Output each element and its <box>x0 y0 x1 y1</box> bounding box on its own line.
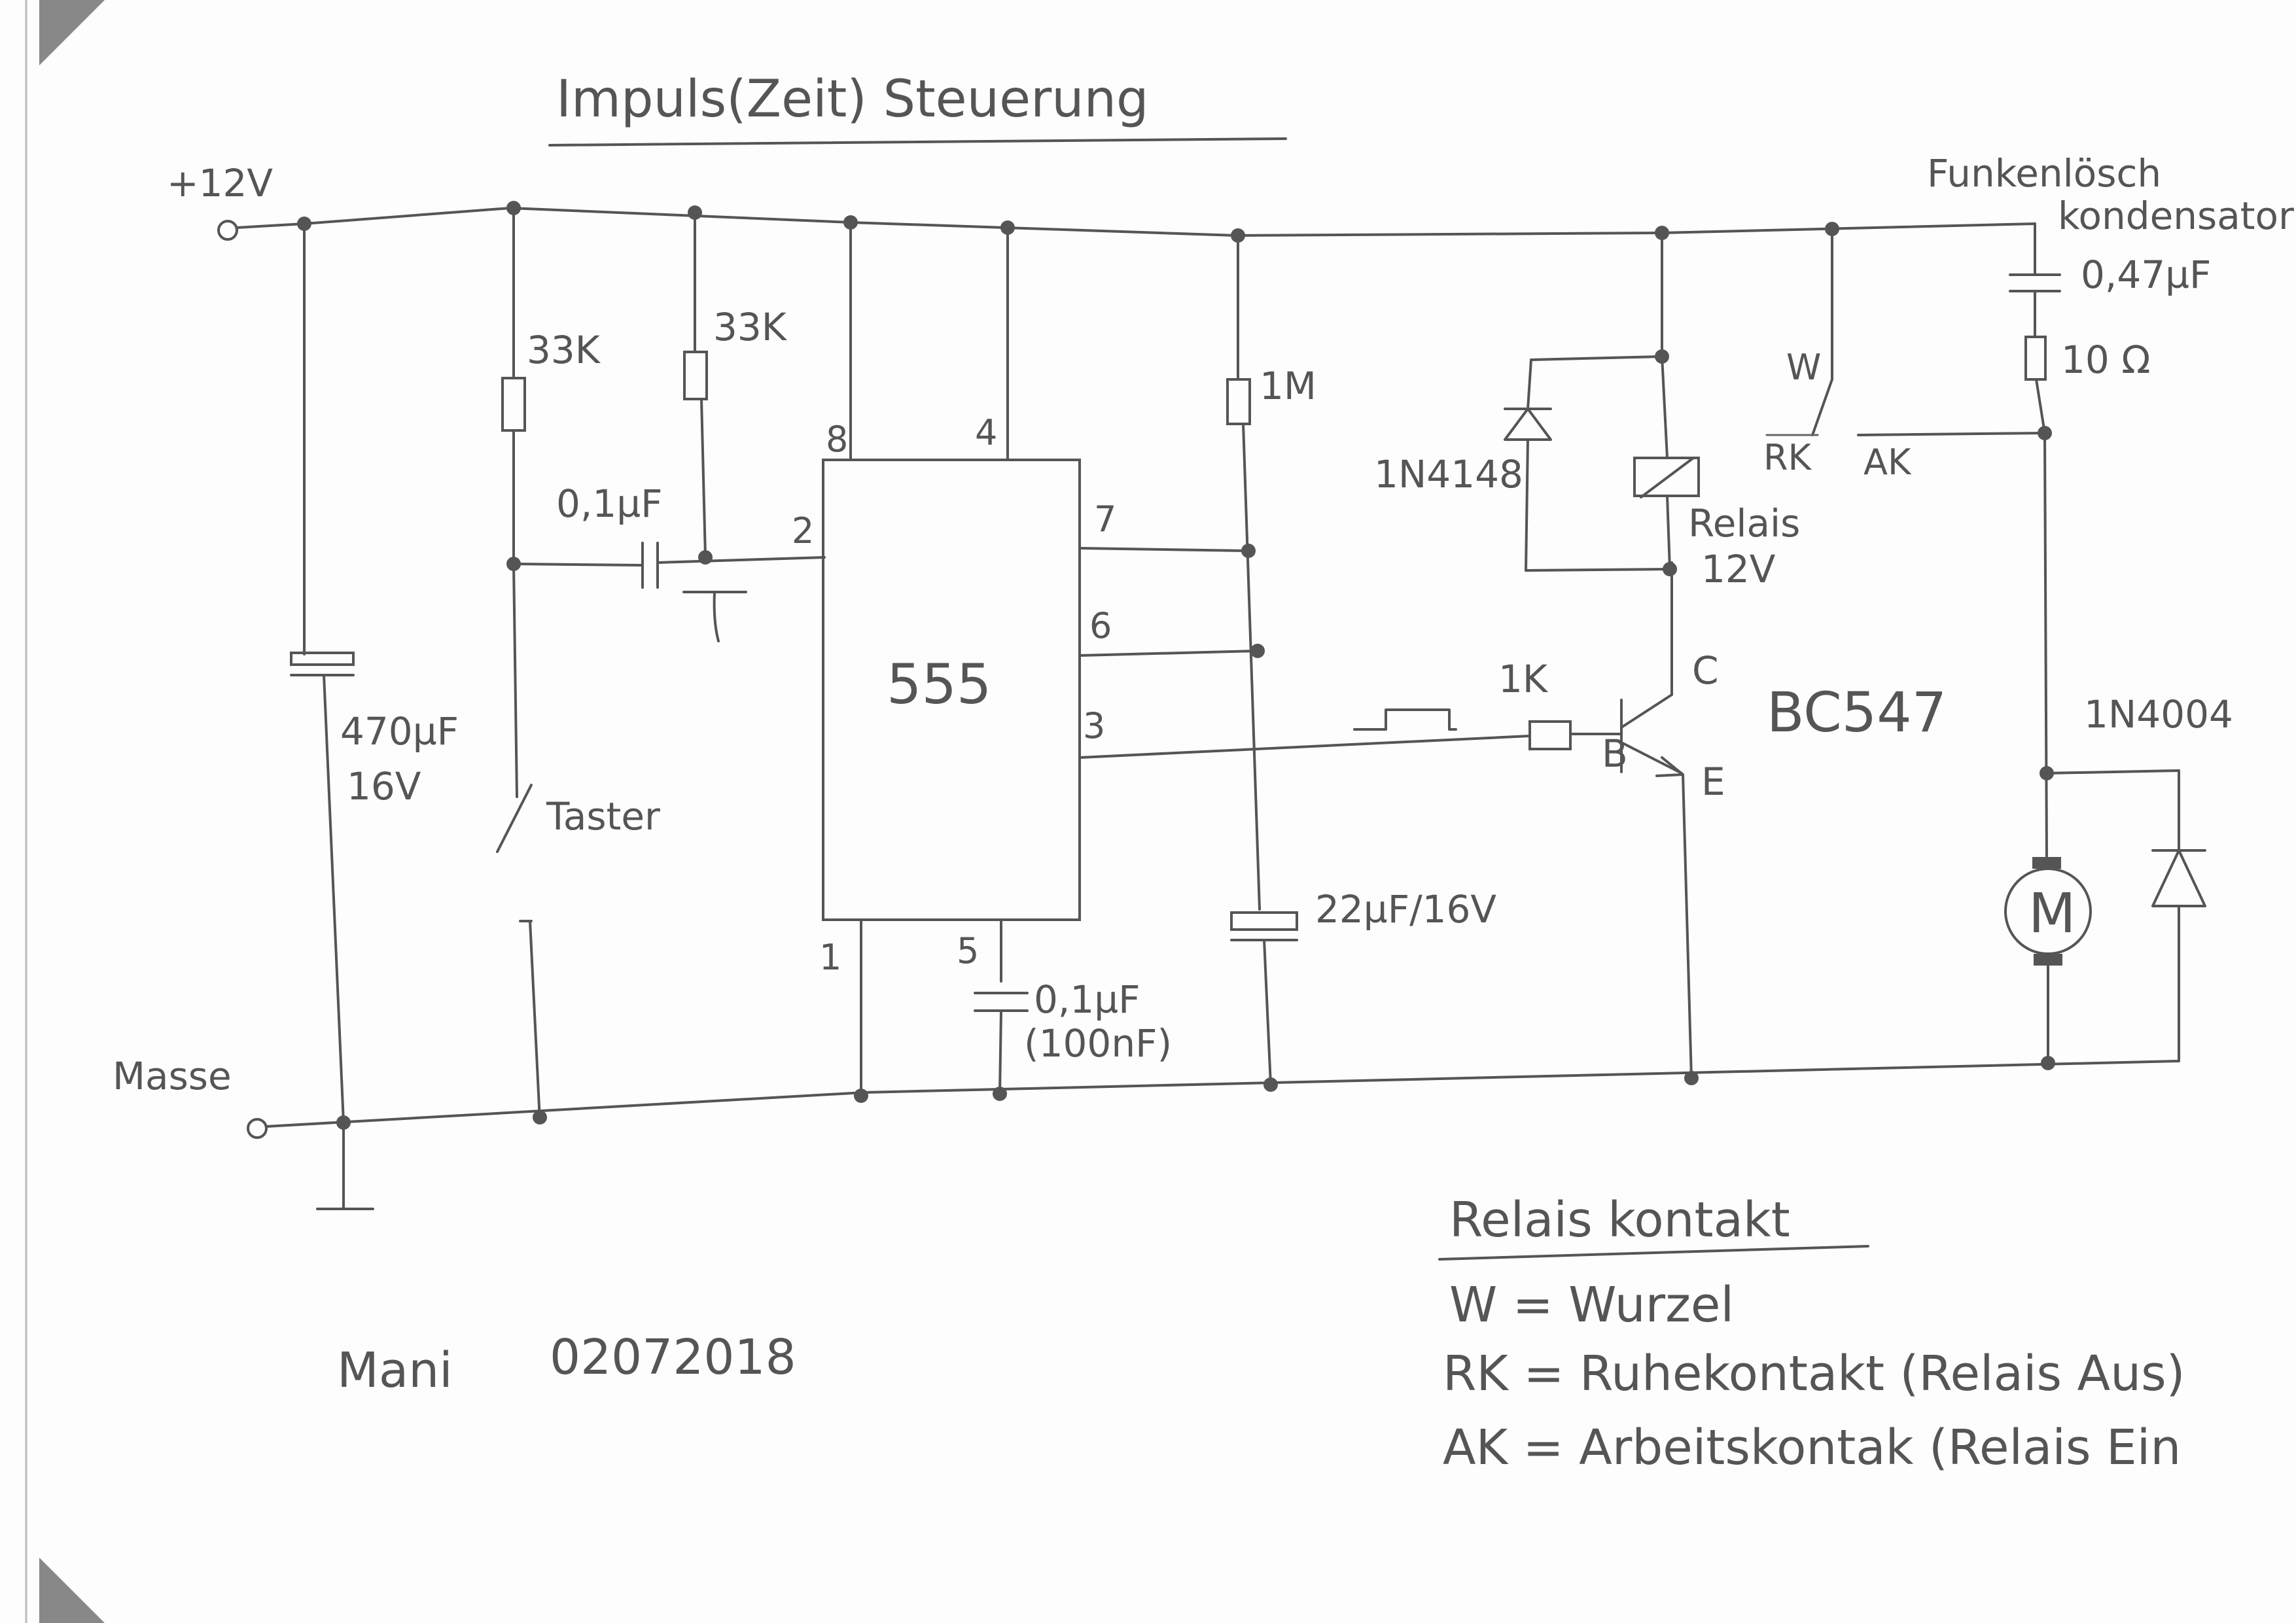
title-block: Impuls(Zeit) Steuerung <box>548 70 1287 147</box>
diode-1n4148: 1N4148 <box>1374 358 1552 572</box>
spark-suppressor: Funkenlösch kondensator 0,47µF 10 Ω <box>1927 151 2294 434</box>
positive-rail: +12V <box>167 161 2036 241</box>
r1-label: 33K <box>527 328 601 372</box>
r2-label: 33K <box>713 305 788 349</box>
resistor-1k-base: 1K <box>1353 657 1623 750</box>
snubber-label-2: kondensator <box>2058 194 2294 238</box>
ic-555: 555 8 4 2 7 6 3 1 5 <box>792 221 1531 1097</box>
c470-rating-label: 16V <box>347 764 421 809</box>
base-label: B <box>1602 731 1628 776</box>
resistor-33k-2: 33K <box>683 211 788 557</box>
motor-label: M <box>2028 881 2075 945</box>
capacitor-control: 0,1µF (100nF) <box>974 977 1172 1095</box>
trigger-pulse-symbol <box>682 591 747 642</box>
relay-12v: Relais 12V <box>1525 232 1800 591</box>
relay-contact: W RK AK <box>1763 228 2046 483</box>
diagram-title: Impuls(Zeit) Steuerung <box>556 70 1149 129</box>
signature-name: Mani <box>337 1342 453 1399</box>
motor-brush-top <box>2032 857 2061 869</box>
pin-1-label: 1 <box>819 937 841 978</box>
signature-date: 02072018 <box>550 1329 796 1386</box>
pin-5-label: 5 <box>957 930 979 971</box>
snubber-res-label: 10 Ω <box>2061 338 2151 382</box>
plus-terminal <box>217 220 238 241</box>
legend-line-rk: RK = Ruhekontakt (Relais Aus) <box>1443 1346 2185 1402</box>
c-timing-label: 22µF/16V <box>1315 887 1496 932</box>
ic-label: 555 <box>887 652 991 716</box>
c-trigger-label: 0,1µF <box>556 481 663 526</box>
relay-contact-legend: Relais kontakt W = Wurzel RK = Ruhekonta… <box>1438 1192 2185 1476</box>
snubber-label-1: Funkenlösch <box>1927 151 2161 196</box>
r-timing-label: 1M <box>1260 364 1316 408</box>
legend-heading: Relais kontakt <box>1449 1192 1790 1248</box>
pin-4-label: 4 <box>975 412 997 453</box>
ic-555-body <box>822 459 1081 921</box>
pin-6-label: 6 <box>1089 605 1112 646</box>
signature-block: Mani 02072018 <box>337 1329 796 1399</box>
transistor-bc547: C B E BC547 <box>1602 561 1947 1079</box>
contact-rk-label: RK <box>1763 437 1812 478</box>
diode-1n4148-label: 1N4148 <box>1374 452 1523 497</box>
ground-label: Masse <box>113 1054 232 1098</box>
c-ctrl-value-label: 0,1µF <box>1034 977 1140 1022</box>
motor-circuit: M 1N4004 <box>2004 432 2233 1064</box>
contact-ak-label: AK <box>1863 442 1912 483</box>
junction-dots <box>297 201 2055 1130</box>
legend-line-w: W = Wurzel <box>1449 1277 1734 1333</box>
title-underline <box>548 137 1287 147</box>
legend-underline <box>1438 1245 1869 1261</box>
diode-1n4004-label: 1N4004 <box>2084 692 2233 737</box>
capacitor-470uf: 470µF 16V <box>290 222 459 1124</box>
collector-label: C <box>1692 648 1719 693</box>
resistor-33k-1: 33K <box>501 207 601 565</box>
motor-brush-bottom <box>2034 954 2062 966</box>
ground-rail: Masse <box>113 1054 2180 1210</box>
plus-12v-label: +12V <box>167 161 273 205</box>
capacitor-22uf: 22µF/16V <box>1230 887 1496 1086</box>
switch-label: Taster <box>546 794 660 839</box>
pin-7-label: 7 <box>1094 498 1116 540</box>
resistor-1m: 1M <box>1226 234 1316 911</box>
pin-3-label: 3 <box>1083 705 1105 746</box>
contact-w-label: W <box>1786 347 1821 388</box>
pin-8-label: 8 <box>826 419 848 460</box>
c470-value-label: 470µF <box>340 709 459 754</box>
binder-corner-marks <box>25 0 105 1623</box>
ground-terminal <box>247 1118 268 1139</box>
legend-line-ak: AK = Arbeitskontak (Relais Ein <box>1443 1420 2181 1476</box>
push-button-switch: Taster <box>496 563 660 1121</box>
capacitor-trigger: 0,1µF <box>512 481 826 642</box>
c-ctrl-alt-label: (100nF) <box>1024 1021 1172 1066</box>
emitter-label: E <box>1701 759 1725 804</box>
snubber-cap-label: 0,47µF <box>2081 253 2211 297</box>
relay-name-label: Relais <box>1688 501 1800 546</box>
r-base-label: 1K <box>1498 657 1549 701</box>
output-pulse-symbol <box>1353 708 1457 731</box>
pin-2-label: 2 <box>792 510 814 551</box>
relay-voltage-label: 12V <box>1701 547 1776 591</box>
transistor-type-label: BC547 <box>1767 680 1947 744</box>
